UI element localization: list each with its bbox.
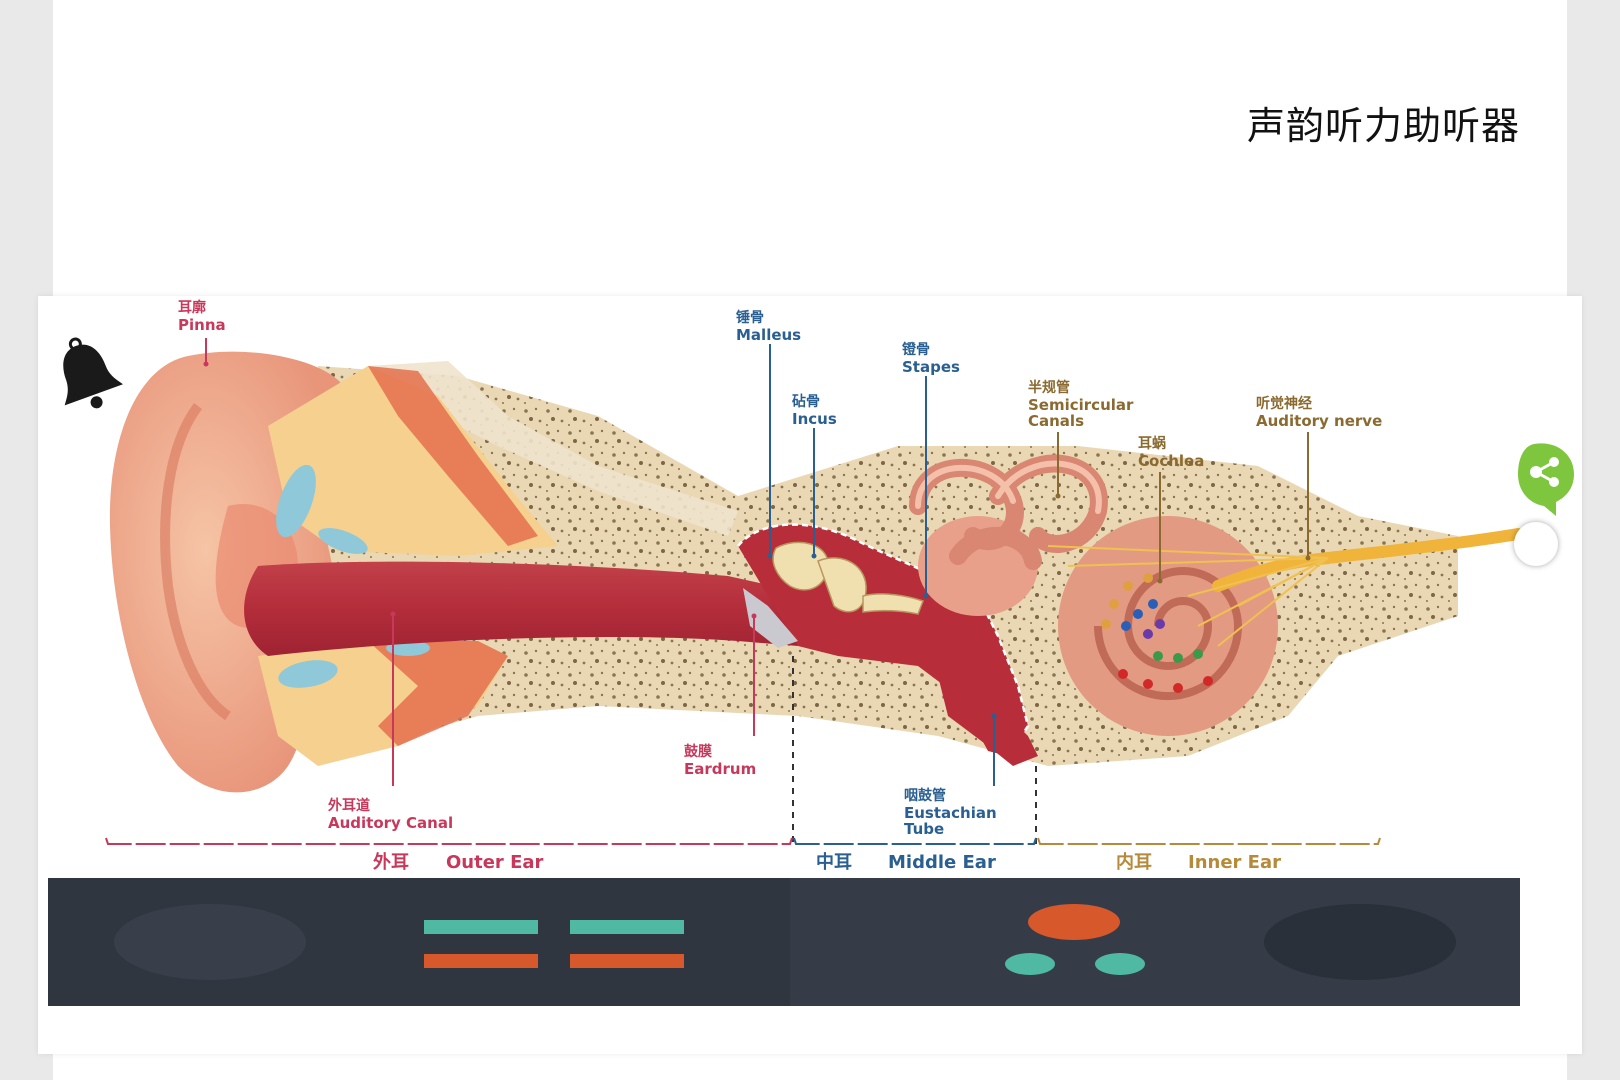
- svg-text:Semicircular: Semicircular: [1028, 396, 1134, 414]
- svg-text:Tube: Tube: [904, 820, 944, 838]
- svg-text:Stapes: Stapes: [902, 358, 960, 376]
- label-stapes: 镫骨 Stapes: [902, 341, 960, 376]
- scroll-knob[interactable]: [1514, 522, 1558, 566]
- label-malleus: 锤骨 Malleus: [736, 309, 801, 344]
- cartilage-1: [276, 464, 316, 538]
- tissue-upper-red: [368, 366, 538, 546]
- svg-text:Canals: Canals: [1028, 412, 1084, 430]
- svg-text:半规管: 半规管: [1028, 379, 1070, 396]
- svg-text:外耳: 外耳: [373, 851, 409, 873]
- svg-text:咽鼓管: 咽鼓管: [904, 787, 946, 804]
- cartilage-3: [278, 660, 338, 688]
- label-semicircular: 半规管 Semicircular Canals: [1028, 379, 1134, 430]
- svg-text:Eardrum: Eardrum: [684, 760, 756, 778]
- section-middle-ear: 中耳 Middle Ear: [816, 851, 996, 873]
- auditory-nerve-shape: [1212, 528, 1524, 592]
- bottom-decor-bar: [48, 878, 1520, 1006]
- svg-text:内耳: 内耳: [1116, 851, 1152, 873]
- cochlea-outer: [1058, 516, 1278, 736]
- svg-text:Cochlea: Cochlea: [1138, 452, 1204, 470]
- label-pinna: 耳廓 Pinna: [178, 299, 226, 334]
- bracket-inner: [1037, 837, 1381, 845]
- bracket-middle: [793, 837, 1037, 845]
- auditory-canal: [244, 561, 799, 656]
- cochlea-dots: [1101, 573, 1213, 693]
- page-title: 声韵听力助听器: [1246, 104, 1520, 148]
- section-outer-ear: 外耳 Outer Ear: [373, 851, 544, 873]
- semicircular-canals-inner: [915, 460, 1102, 514]
- svg-text:Incus: Incus: [792, 410, 837, 428]
- cartilage-2: [318, 528, 368, 554]
- section-inner-ear: 内耳 Inner Ear: [1116, 851, 1281, 873]
- nerve-fibers: [1047, 545, 1329, 647]
- cochlea-spiral: [1094, 567, 1243, 700]
- svg-text:耳廓: 耳廓: [178, 299, 206, 316]
- label-incus: 砧骨 Incus: [792, 393, 837, 428]
- svg-text:鼓膜: 鼓膜: [684, 743, 712, 760]
- svg-text:镫骨: 镫骨: [902, 341, 930, 358]
- svg-text:Auditory Canal: Auditory Canal: [328, 814, 453, 832]
- svg-text:中耳: 中耳: [816, 851, 852, 873]
- label-nerve: 听觉神经 Auditory nerve: [1256, 395, 1382, 430]
- label-canal: 外耳道 Auditory Canal: [328, 797, 453, 832]
- tissue-lower-red: [368, 641, 508, 746]
- svg-text:Eustachian: Eustachian: [904, 804, 997, 822]
- svg-text:Inner Ear: Inner Ear: [1188, 852, 1281, 873]
- svg-text:Outer Ear: Outer Ear: [446, 852, 544, 873]
- svg-text:Malleus: Malleus: [736, 326, 801, 344]
- svg-text:外耳道: 外耳道: [328, 797, 370, 814]
- ear-anatomy-diagram: 耳廓 Pinna 锤骨 Malleus 砧骨 Incus 镫骨 Stapes 半…: [38, 296, 1582, 1054]
- label-eardrum: 鼓膜 Eardrum: [684, 743, 756, 778]
- svg-text:锤骨: 锤骨: [736, 309, 764, 326]
- label-eustachian: 咽鼓管 Eustachian Tube: [904, 787, 997, 838]
- svg-text:Pinna: Pinna: [178, 316, 226, 334]
- ossicle-incus-shape: [817, 557, 867, 613]
- eustachian-tube-shape: [938, 676, 1038, 766]
- svg-text:砧骨: 砧骨: [792, 393, 820, 410]
- eardrum-shape: [743, 588, 798, 648]
- bone-upper-band: [368, 361, 738, 536]
- svg-text:耳蜗: 耳蜗: [1138, 436, 1166, 452]
- label-cochlea: 耳蜗 Cochlea: [1138, 436, 1204, 470]
- bell-icon[interactable]: [50, 336, 125, 416]
- svg-text:听觉神经: 听觉神经: [1256, 395, 1312, 412]
- pinna-fold: [160, 403, 231, 721]
- svg-text:Middle Ear: Middle Ear: [888, 852, 996, 873]
- svg-text:Auditory nerve: Auditory nerve: [1256, 412, 1382, 430]
- bracket-outer: [105, 837, 793, 845]
- share-icon[interactable]: [1516, 440, 1574, 522]
- ossicle-stapes-shape: [862, 593, 924, 615]
